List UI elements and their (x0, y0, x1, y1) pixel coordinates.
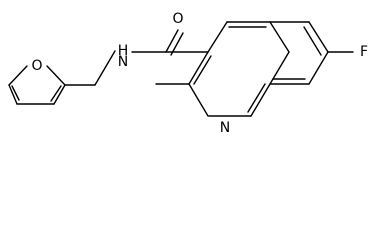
bond-right-top-right-inner (303, 26, 322, 56)
bond-right-bottom-right (308, 51, 329, 85)
atom-label-o-carbonyl: O (172, 11, 183, 27)
bond-ch2-nh (94, 50, 116, 86)
bond-lines (8, 21, 354, 117)
bond-ring-c8-c7-inner (247, 83, 266, 113)
bond-ring-c5-c3-inner (193, 55, 212, 85)
bond-carbonyl-o-1 (165, 29, 179, 53)
bond-ring-c8-c7 (250, 83, 271, 117)
atom-label-o-furan: O (31, 58, 42, 74)
bond-ring-c5-c3 (188, 51, 209, 85)
bond-ring-c4a-c8a (269, 21, 290, 53)
atom-label-n-ring: N (220, 120, 230, 136)
atom-label-n-amide: N (118, 54, 128, 70)
bond-ring-c3-c4 (207, 21, 228, 53)
bond-furan-c5-c4-inner (11, 85, 20, 101)
bond-furan-o-c5 (8, 65, 28, 86)
bond-furan-c2-o (46, 65, 66, 86)
atom-labels: O N H O N F (31, 11, 368, 136)
bond-ring-c6-c5 (188, 83, 209, 117)
bond-right-top-right (308, 21, 329, 53)
atom-label-f: F (360, 44, 368, 60)
molecule-diagram: O N H O N F (8, 11, 368, 136)
atom-label-h-amide: H (118, 43, 129, 59)
bond-furan-c3-c2 (53, 84, 66, 105)
bond-furan-c5-c4 (8, 84, 18, 105)
bond-furan-c3-c2-inner (50, 85, 62, 102)
